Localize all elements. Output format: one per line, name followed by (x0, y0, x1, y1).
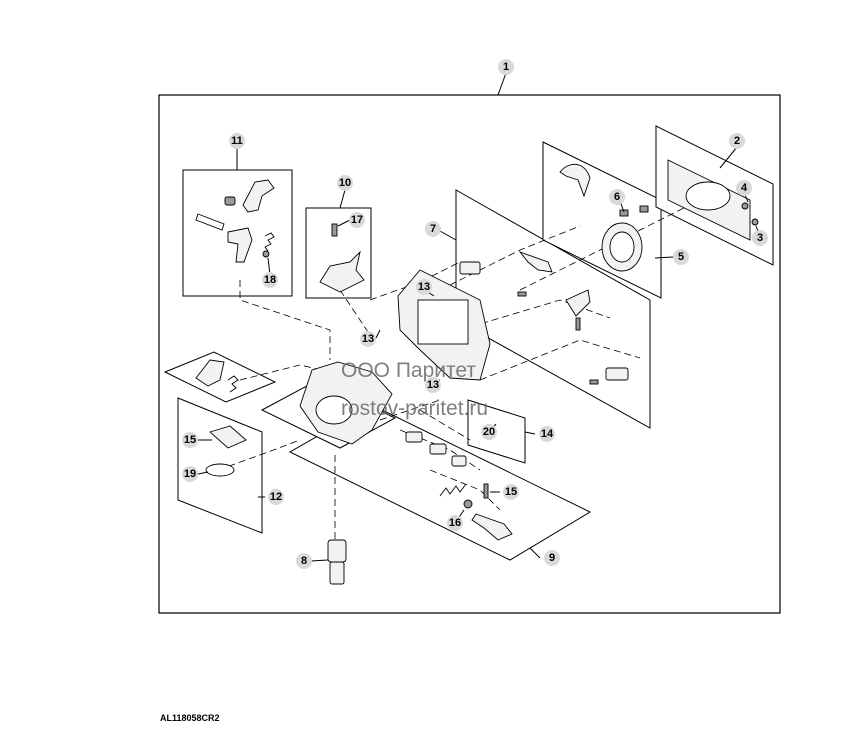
callout-17: 17 (349, 212, 365, 228)
svg-text:6: 6 (614, 191, 620, 203)
group-11-parts (195, 179, 275, 263)
group-7-parts (459, 251, 629, 385)
callout-10: 10 (337, 175, 353, 191)
svg-text:20: 20 (483, 426, 495, 438)
watermark-company: ООО Паритет (341, 359, 476, 382)
callout-2: 2 (729, 133, 745, 149)
callout-14: 14 (539, 426, 555, 442)
main-housing (195, 269, 491, 445)
callout-15-left: 15 (182, 432, 198, 448)
callout-13-left: 13 (360, 331, 376, 347)
part-8-ball-joint (327, 539, 347, 585)
figure-id: AL118058CR2 (160, 713, 220, 723)
svg-text:2: 2 (734, 135, 740, 147)
svg-text:13: 13 (418, 281, 430, 293)
svg-text:15: 15 (184, 434, 196, 446)
svg-text:1: 1 (503, 61, 509, 73)
assembly-lines (217, 199, 701, 540)
callout-12: 12 (268, 489, 284, 505)
group-5-parts (559, 163, 649, 272)
svg-text:18: 18 (264, 274, 276, 286)
svg-text:15: 15 (505, 486, 517, 498)
assembly-frame (158, 94, 781, 614)
svg-text:9: 9 (549, 552, 555, 564)
callout-16: 16 (447, 515, 463, 531)
callout-5: 5 (673, 249, 689, 265)
svg-text:16: 16 (449, 517, 461, 529)
svg-text:13: 13 (427, 379, 439, 391)
callout-7: 7 (425, 221, 441, 237)
svg-text:4: 4 (741, 182, 748, 194)
svg-text:10: 10 (339, 177, 351, 189)
group-9-parts (405, 431, 513, 541)
group-2-parts (667, 159, 759, 241)
callout-6: 6 (609, 189, 625, 205)
svg-text:13: 13 (362, 333, 374, 345)
subassembly-7-plate (455, 189, 651, 429)
callout-15-right: 15 (503, 484, 519, 500)
svg-text:19: 19 (184, 468, 196, 480)
callout-13-center: 13 (425, 377, 441, 393)
callout-20: 20 (481, 424, 497, 440)
svg-text:3: 3 (757, 232, 763, 244)
svg-text:17: 17 (351, 214, 363, 226)
watermark-url: rostov-paritet.ru (341, 397, 488, 420)
svg-text:12: 12 (270, 491, 282, 503)
callout-3: 3 (752, 230, 768, 246)
callout-9: 9 (544, 550, 560, 566)
callout-18: 18 (262, 272, 278, 288)
callout-11: 11 (229, 133, 245, 149)
callout-8: 8 (296, 553, 312, 569)
callout-13-top: 13 (416, 279, 432, 295)
svg-text:14: 14 (541, 428, 554, 440)
svg-text:8: 8 (301, 555, 307, 567)
svg-text:5: 5 (678, 251, 684, 263)
group-10-parts (319, 223, 365, 293)
svg-text:11: 11 (231, 135, 243, 147)
callout-1: 1 (498, 59, 514, 75)
callout-19: 19 (182, 466, 198, 482)
svg-text:7: 7 (430, 223, 436, 235)
group-12-parts (205, 425, 247, 477)
callout-4: 4 (736, 180, 752, 196)
